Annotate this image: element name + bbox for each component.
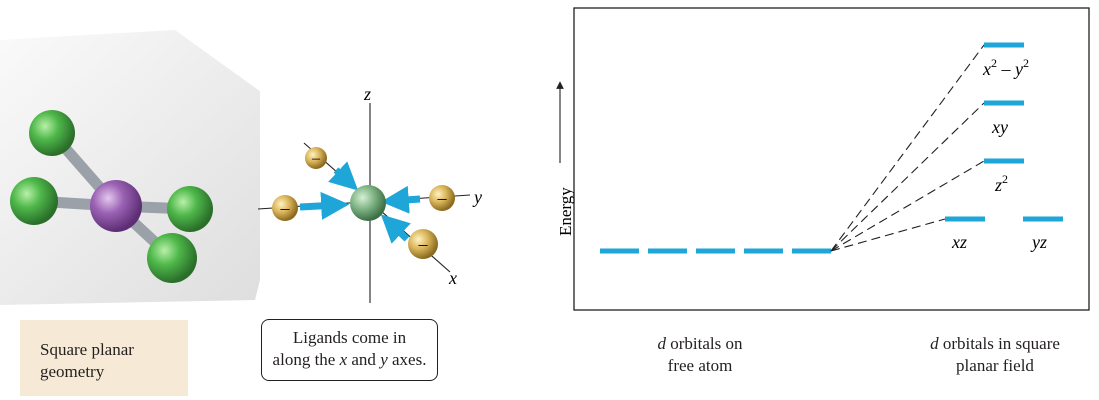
energy-axis-label: Energy bbox=[556, 187, 575, 236]
square-planar-molecule bbox=[0, 30, 260, 305]
ligand-approach-diagram: – – – – z y x bbox=[257, 84, 482, 303]
free-atom-caption-line2: free atom bbox=[667, 356, 733, 375]
geometry-caption: Square planar geometry bbox=[40, 340, 134, 381]
square-field-caption-line2: planar field bbox=[956, 356, 1034, 375]
ligand-caption-box: Ligands come in along the x and y axes. bbox=[261, 319, 438, 381]
approach-arrows bbox=[299, 161, 421, 244]
correlation-line-xz-yz bbox=[830, 218, 946, 252]
label-z2: z2 bbox=[994, 172, 1008, 195]
label-xy: xy bbox=[991, 117, 1008, 137]
central-metal-atom bbox=[350, 185, 386, 221]
molecule-backdrop bbox=[0, 30, 260, 305]
correlation-line-z2 bbox=[830, 160, 985, 252]
label-xz: xz bbox=[951, 232, 967, 252]
free-atom-caption-line1: d orbitals on bbox=[657, 334, 743, 353]
svg-text:–: – bbox=[437, 188, 448, 208]
ligand-atom-bottom bbox=[147, 233, 197, 283]
split-orbitals bbox=[945, 42, 1063, 222]
correlation-line-xy bbox=[830, 102, 985, 252]
ligand-caption-line1: Ligands come in bbox=[292, 328, 407, 347]
ligand-atom-left bbox=[10, 177, 58, 225]
svg-text:–: – bbox=[418, 234, 429, 254]
ligand-left: – bbox=[272, 195, 298, 221]
square-field-caption-line1: d orbitals in square bbox=[930, 334, 1060, 353]
correlation-line-x2y2 bbox=[830, 44, 985, 252]
ligand-front: – bbox=[408, 229, 438, 259]
central-metal-atom bbox=[90, 180, 142, 232]
ligand-atom-top bbox=[29, 110, 75, 156]
ligand-atom-right bbox=[167, 186, 213, 232]
free-atom-caption: d orbitals on free atom bbox=[615, 333, 785, 377]
svg-text:–: – bbox=[311, 150, 321, 167]
x-axis-label: x bbox=[448, 268, 457, 288]
correlation-lines bbox=[830, 44, 985, 252]
ligand-caption-line2: along the x and y axes. bbox=[272, 350, 427, 369]
label-x2-y2: x2 – y2 bbox=[982, 56, 1029, 79]
ligand-back: – bbox=[305, 147, 327, 169]
z-axis-label: z bbox=[363, 84, 371, 104]
ligand-right: – bbox=[429, 185, 455, 211]
svg-text:–: – bbox=[280, 198, 291, 218]
y-axis-label: y bbox=[472, 187, 482, 207]
geometry-caption-box bbox=[20, 320, 188, 396]
label-yz: yz bbox=[1030, 232, 1047, 252]
square-field-caption: d orbitals in square planar field bbox=[890, 333, 1099, 377]
diagram-frame bbox=[573, 7, 1090, 311]
